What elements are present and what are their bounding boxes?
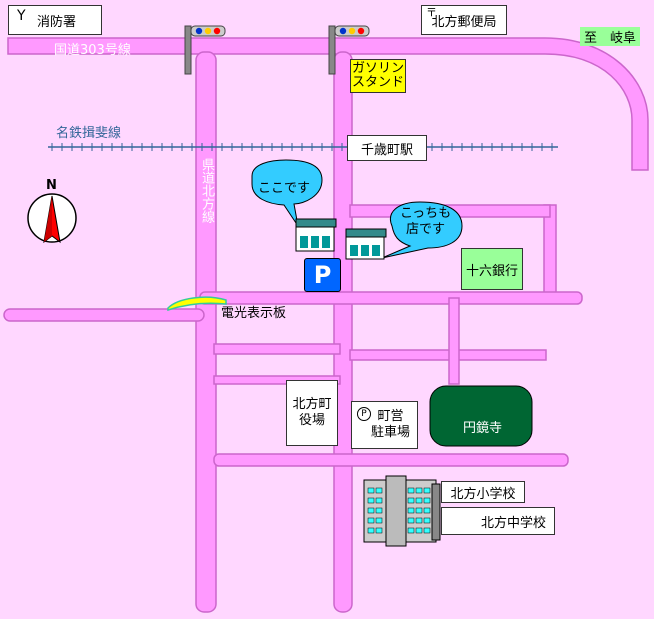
school-window bbox=[407, 517, 415, 524]
school-window bbox=[375, 517, 383, 524]
store-balloon-line1: こっちも bbox=[400, 206, 452, 221]
town-parking-label-2: 駐車場 bbox=[370, 425, 410, 440]
school-window bbox=[415, 517, 423, 524]
compass-n-label: N bbox=[46, 178, 57, 193]
town-parking-icon: P bbox=[357, 407, 371, 421]
east-road bbox=[543, 204, 557, 304]
gas-station-box: ガソリン スタンド bbox=[350, 59, 406, 93]
prefectural-road-label: 県道北方線 bbox=[199, 158, 214, 223]
school-window bbox=[407, 527, 415, 534]
fire-station-label: 消防署 bbox=[37, 14, 77, 30]
railway-label: 名鉄揖斐線 bbox=[56, 126, 122, 141]
west-road bbox=[3, 308, 205, 322]
post-office-box: 〒 北方郵便局 bbox=[421, 5, 507, 35]
road-school-top bbox=[213, 453, 569, 467]
station-label: 千歳町駅 bbox=[360, 142, 413, 158]
school-window bbox=[367, 497, 375, 504]
school-window bbox=[415, 497, 423, 504]
electric-board-label: 電光表示板 bbox=[221, 306, 287, 321]
gas-station-label-2: スタンド bbox=[351, 75, 404, 90]
road-under-p bbox=[213, 343, 341, 355]
gas-station-label-1: ガソリン bbox=[351, 61, 404, 76]
school-window bbox=[367, 487, 375, 494]
school-building-icon bbox=[363, 475, 441, 547]
elementary-box: 北方小学校 bbox=[441, 481, 525, 503]
fire-station-icon: Y bbox=[17, 8, 26, 24]
fire-station-box: Y 消防署 bbox=[8, 5, 102, 35]
lane-vertical bbox=[448, 297, 460, 385]
route-303-road bbox=[7, 37, 649, 171]
town-parking-box: P 町営 駐車場 bbox=[351, 401, 418, 449]
traffic-light-east bbox=[328, 25, 370, 75]
road-right-middle bbox=[349, 349, 547, 361]
main-vertical-road bbox=[333, 51, 353, 613]
school-window bbox=[415, 507, 423, 514]
store-icon-store bbox=[345, 228, 387, 260]
school-window bbox=[423, 487, 431, 494]
parking-sign-letter: P bbox=[313, 261, 332, 289]
traffic-light-west bbox=[184, 25, 226, 75]
junior-high-label: 北方中学校 bbox=[480, 515, 546, 531]
town-office-box: 北方町 役場 bbox=[286, 380, 338, 446]
store-balloon-line2: 店です bbox=[406, 222, 446, 237]
school-window bbox=[375, 487, 383, 494]
town-parking-label-1: 町営 bbox=[377, 409, 404, 424]
station-box: 千歳町駅 bbox=[347, 135, 427, 161]
store-balloon-shape bbox=[381, 201, 463, 259]
bank-box: 十六銀行 bbox=[461, 248, 523, 290]
school-window bbox=[407, 487, 415, 494]
school-window bbox=[407, 507, 415, 514]
town-office-label-2: 役場 bbox=[298, 413, 325, 428]
school-window bbox=[367, 507, 375, 514]
town-office-label-1: 北方町 bbox=[292, 397, 332, 412]
electric-board-icon bbox=[167, 296, 227, 312]
post-mark-icon: 〒 bbox=[426, 6, 437, 19]
store-balloon-label: こっちも 店です bbox=[400, 206, 451, 238]
parking-sign: P bbox=[304, 258, 341, 292]
route-303-label: 国道303号線 bbox=[54, 43, 131, 58]
school-window bbox=[367, 527, 375, 534]
post-office-label: 北方郵便局 bbox=[431, 14, 497, 30]
school-window bbox=[375, 497, 383, 504]
school-window bbox=[415, 527, 423, 534]
to-gifu-label: 至 岐阜 bbox=[580, 27, 641, 46]
school-window bbox=[415, 487, 423, 494]
school-window bbox=[423, 527, 431, 534]
store-icon-here bbox=[295, 218, 337, 252]
prefectural-road bbox=[195, 51, 217, 613]
school-window bbox=[423, 507, 431, 514]
school-window bbox=[423, 497, 431, 504]
junior-high-box: 北方中学校 bbox=[441, 507, 555, 535]
temple-shape bbox=[429, 385, 533, 447]
school-window bbox=[375, 527, 383, 534]
compass-icon bbox=[27, 193, 77, 244]
railway-line bbox=[48, 143, 558, 151]
school-window bbox=[423, 517, 431, 524]
here-balloon-label: ここです bbox=[258, 181, 311, 196]
school-window bbox=[407, 497, 415, 504]
school-window bbox=[367, 517, 375, 524]
here-balloon-shape bbox=[251, 159, 323, 227]
bank-label: 十六銀行 bbox=[465, 263, 518, 279]
temple-label: 円鏡寺 bbox=[463, 421, 503, 436]
school-window bbox=[375, 507, 383, 514]
road-west-lower bbox=[213, 375, 341, 385]
elementary-label: 北方小学校 bbox=[450, 486, 516, 502]
